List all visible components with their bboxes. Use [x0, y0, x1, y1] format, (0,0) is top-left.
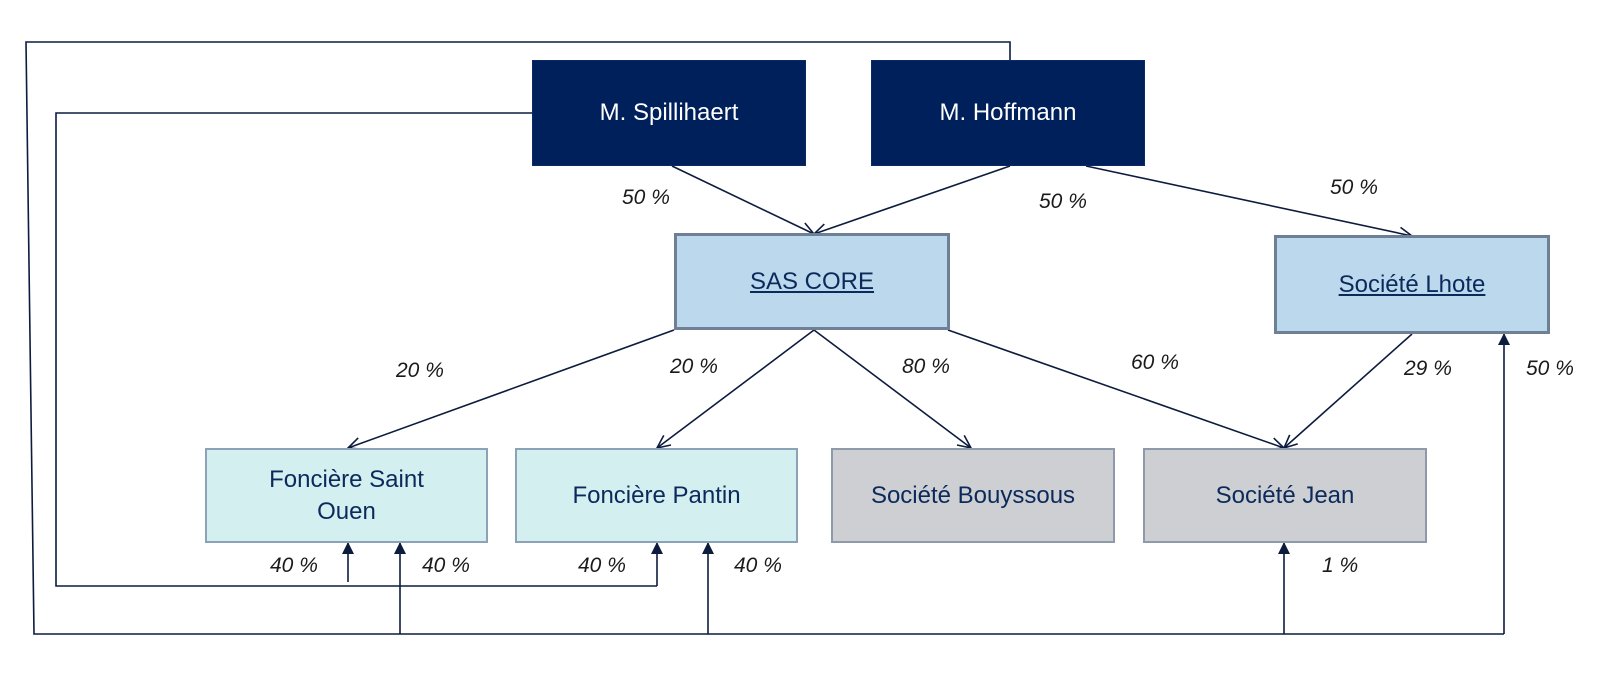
- pct-core-saint-ouen: 20 %: [396, 359, 444, 382]
- pct-hoffmann-jean: 1 %: [1322, 554, 1359, 577]
- subsidiary-societe-jean-label: Société Jean: [1215, 481, 1355, 509]
- pct-hoffmann-lhote-direct: 50 %: [1526, 357, 1574, 380]
- pct-spillihaert-core: 50 %: [622, 186, 670, 209]
- holding-sas-core: SAS CORE: [674, 233, 950, 330]
- holding-societe-lhote-label: Société Lhote: [1338, 270, 1486, 298]
- subsidiary-societe-bouyssous-label: Société Bouyssous: [870, 481, 1076, 509]
- subsidiary-fonciere-pantin: Foncière Pantin: [515, 448, 798, 543]
- subsidiary-societe-bouyssous: Société Bouyssous: [831, 448, 1115, 543]
- subsidiary-fonciere-saint-ouen-label: Foncière Saint Ouen: [269, 465, 424, 525]
- pct-core-pantin: 20 %: [670, 355, 718, 378]
- arrow-core-pantin: [655, 329, 815, 450]
- holding-sas-core-label: SAS CORE: [749, 267, 875, 295]
- pct-spillihaert-pantin: 40 %: [578, 554, 626, 577]
- arrow-core-saint-ouen: [346, 329, 675, 451]
- arrow-core-bouyssous: [813, 329, 973, 450]
- arrow-hoffmann-core: [812, 165, 1011, 237]
- subsidiary-fonciere-saint-ouen: Foncière Saint Ouen: [205, 448, 488, 543]
- pct-lhote-jean: 29 %: [1404, 357, 1452, 380]
- line-hoffmann-loop: [25, 41, 1504, 635]
- pct-hoffmann-pantin: 40 %: [734, 554, 782, 577]
- pct-spillihaert-saint-ouen: 40 %: [270, 554, 318, 577]
- arrow-hoffmann-lhote: [1085, 165, 1414, 240]
- subsidiary-societe-jean: Société Jean: [1143, 448, 1427, 543]
- pct-core-jean: 60 %: [1131, 351, 1179, 374]
- person-hoffmann: M. Hoffmann: [871, 60, 1145, 166]
- person-spillihaert: M. Spillihaert: [532, 60, 806, 166]
- arrow-spillihaert-core: [671, 165, 816, 235]
- pct-core-bouyssous: 80 %: [902, 355, 950, 378]
- arrow-lhote-jean: [1282, 333, 1413, 450]
- person-spillihaert-label: M. Spillihaert: [599, 99, 739, 126]
- pct-hoffmann-core: 50 %: [1039, 190, 1087, 213]
- holding-societe-lhote: Société Lhote: [1274, 235, 1550, 334]
- subsidiary-fonciere-pantin-label: Foncière Pantin: [572, 481, 741, 509]
- arrow-core-jean: [947, 329, 1286, 451]
- line-spillihaert-loop: [55, 112, 657, 587]
- pct-hoffmann-lhote: 50 %: [1330, 176, 1378, 199]
- person-hoffmann-label: M. Hoffmann: [939, 99, 1077, 126]
- pct-hoffmann-saint-ouen: 40 %: [422, 554, 470, 577]
